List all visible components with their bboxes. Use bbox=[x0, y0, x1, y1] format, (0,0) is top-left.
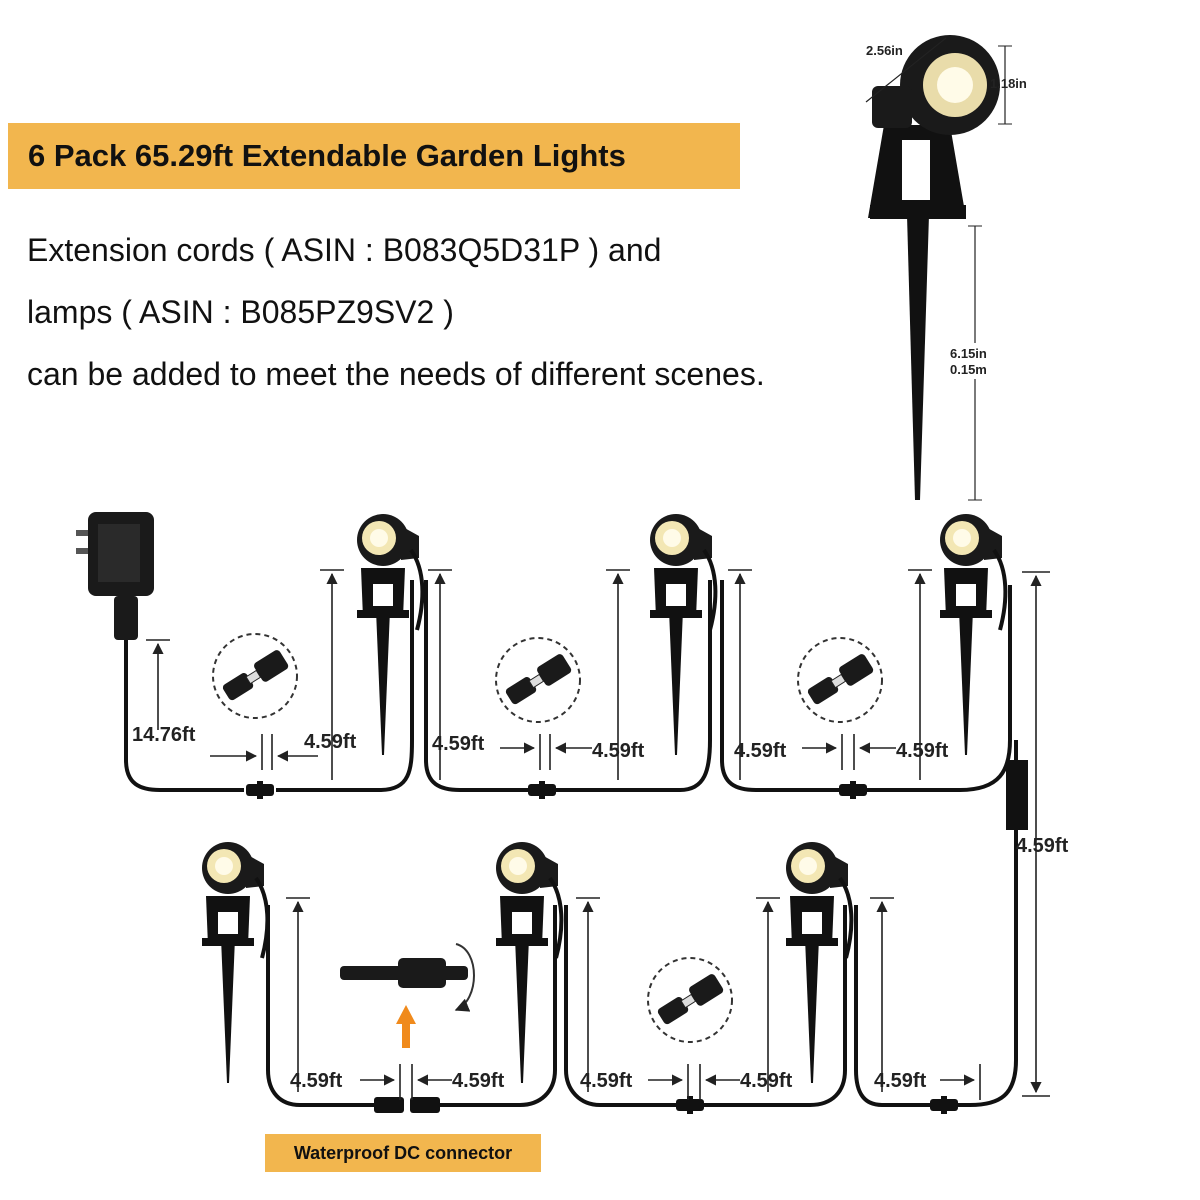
distance-labels: 14.76ft 4.59ft 4.59ft 4.59ft 4.59ft 4.59… bbox=[132, 724, 1069, 1092]
segment-label: 4.59ft bbox=[734, 740, 787, 762]
segment-label: 4.59ft bbox=[592, 740, 645, 762]
segment-label: 4.59ft bbox=[432, 733, 485, 755]
height-label: 1.18in bbox=[990, 76, 1027, 91]
stake-m-label: 0.15m bbox=[950, 362, 987, 377]
segment-label: 4.59ft bbox=[580, 1070, 633, 1092]
first-run-label: 14.76ft bbox=[132, 724, 196, 746]
stake-in-label: 6.15in bbox=[950, 346, 987, 361]
description-line-3: can be added to meet the needs of differ… bbox=[27, 356, 765, 392]
connector-label: Waterproof DC connector bbox=[293, 1142, 513, 1163]
dimension-width: 2.56in bbox=[865, 37, 947, 103]
lamp-icon bbox=[648, 512, 718, 757]
lamp-icon bbox=[938, 512, 1008, 757]
lamp-icon bbox=[784, 840, 854, 1085]
connector-zoom-icon bbox=[495, 637, 581, 723]
description-line-2: lamps ( ASIN : B085PZ9SV2 ) bbox=[27, 294, 454, 330]
connector-zoom-icon bbox=[797, 637, 883, 723]
inline-connectors bbox=[246, 760, 1028, 1114]
vertical-run-label: 4.59ft bbox=[1016, 835, 1069, 857]
arrow-up-icon bbox=[396, 1005, 416, 1048]
title-text: 6 Pack 65.29ft Extendable Garden Lights bbox=[28, 138, 626, 173]
power-adapter-icon bbox=[76, 512, 244, 792]
segment-arrows bbox=[210, 734, 981, 1100]
connector-zoom-icon bbox=[647, 957, 733, 1043]
width-label: 2.56in bbox=[866, 43, 903, 58]
segment-label: 4.59ft bbox=[290, 1070, 343, 1092]
cable-run bbox=[266, 580, 1018, 1107]
segment-label: 4.59ft bbox=[874, 1070, 927, 1092]
segment-label: 4.59ft bbox=[452, 1070, 505, 1092]
segment-label: 4.59ft bbox=[740, 1070, 793, 1092]
segment-label: 4.59ft bbox=[896, 740, 949, 762]
description-line-1: Extension cords ( ASIN : B083Q5D31P ) an… bbox=[27, 232, 662, 268]
lamp-icon bbox=[494, 840, 564, 1085]
height-markers bbox=[146, 569, 1050, 1097]
dimension-stake: 6.15in 0.15m bbox=[948, 225, 1004, 501]
lamp-icon bbox=[200, 840, 270, 1085]
large-lamp-icon bbox=[868, 35, 1000, 500]
segment-label: 4.59ft bbox=[304, 731, 357, 753]
dimension-height: 1.18in bbox=[990, 45, 1027, 125]
twist-connector-icon bbox=[340, 943, 475, 1048]
title-banner: 6 Pack 65.29ft Extendable Garden Lights bbox=[8, 123, 740, 189]
connector-zoom-icon bbox=[212, 633, 298, 719]
connector-badge: Waterproof DC connector bbox=[265, 1134, 541, 1172]
